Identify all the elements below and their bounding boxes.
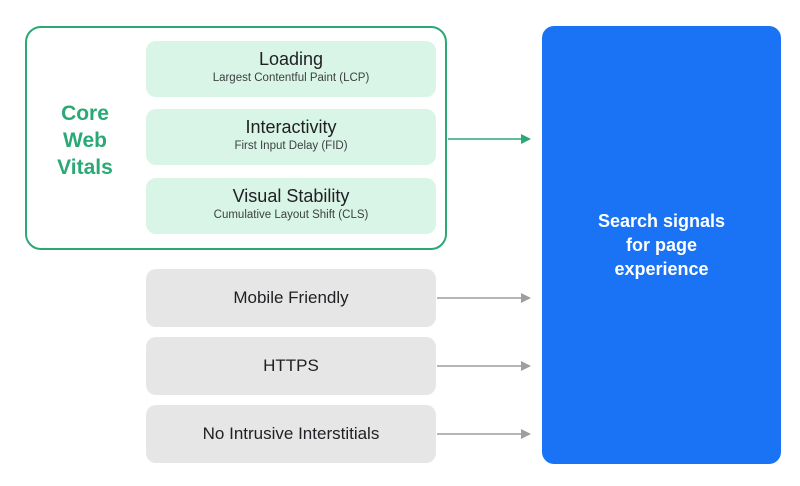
signal-label: Mobile Friendly [233, 288, 349, 307]
core-web-vitals-group [25, 26, 447, 250]
page-experience-label: Search signals for page experience [598, 209, 725, 281]
metric-box-loading: Loading Largest Contentful Paint (LCP) [146, 41, 436, 97]
arrow-head [521, 293, 531, 303]
signal-box-https: HTTPS [146, 337, 436, 395]
metric-box-visual-stability: Visual Stability Cumulative Layout Shift… [146, 178, 436, 234]
signal-box-mobile-friendly: Mobile Friendly [146, 269, 436, 327]
arrow-no-intrusive-interstitials [437, 429, 531, 439]
arrow-https [437, 361, 531, 371]
metric-name: Loading [258, 49, 324, 69]
arrow-core-web-vitals [448, 134, 531, 144]
metric-detail: Largest Contentful Paint (LCP) [212, 72, 370, 84]
page-experience-line-2: for page [625, 235, 697, 255]
metric-name: Visual Stability [232, 186, 350, 206]
arrow-head [521, 134, 531, 144]
metric-name: Interactivity [245, 117, 337, 137]
metric-detail: Cumulative Layout Shift (CLS) [213, 209, 369, 221]
core-web-vitals-title: Core Web Vitals [36, 100, 134, 181]
arrow-mobile-friendly [437, 293, 531, 303]
signal-label: HTTPS [263, 356, 319, 375]
metric-box-interactivity: Interactivity First Input Delay (FID) [146, 109, 436, 165]
arrow-head [521, 429, 531, 439]
page-experience-line-1: Search signals [597, 211, 726, 231]
arrow-head [521, 361, 531, 371]
page-experience-line-3: experience [614, 259, 709, 279]
core-web-vitals-title-line-2: Web [63, 129, 107, 152]
core-web-vitals-title-line-1: Core [61, 102, 109, 125]
signal-box-no-intrusive-interstitials: No Intrusive Interstitials [146, 405, 436, 463]
metric-detail: First Input Delay (FID) [234, 140, 348, 152]
signal-label: No Intrusive Interstitials [202, 424, 380, 443]
core-web-vitals-title-line-3: Vitals [57, 156, 113, 179]
page-experience-box: Search signals for page experience [542, 26, 781, 464]
